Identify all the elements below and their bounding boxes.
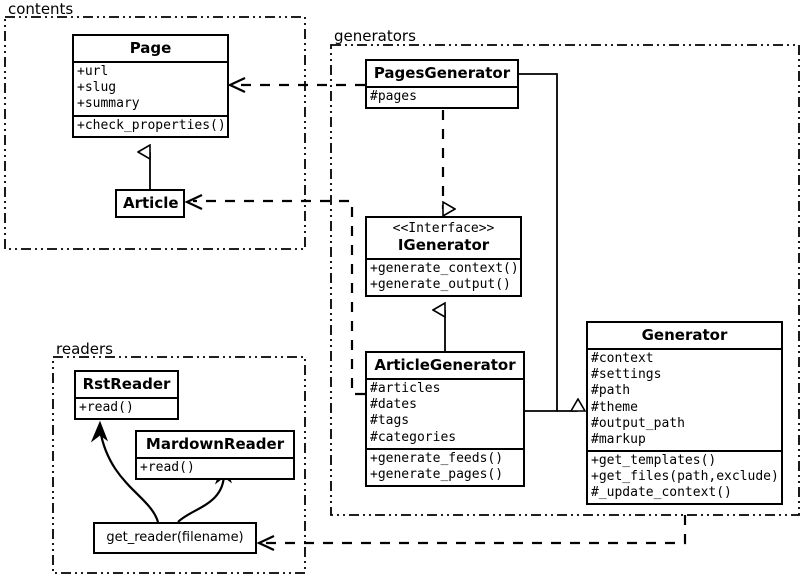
attribute-item: #theme — [591, 399, 638, 415]
operation-item: +get_files(path,exclude) — [591, 468, 779, 484]
function-box-get-reader[interactable]: get_reader(filename) — [93, 522, 257, 555]
class-name-articlegenerator: ArticleGenerator — [374, 356, 516, 374]
operation-item: +check_properties() — [77, 117, 226, 133]
class-box-articlegenerator[interactable]: ArticleGenerator #articles #dates #tags … — [365, 351, 525, 487]
attribute-item: #categories — [370, 429, 457, 445]
class-box-article[interactable]: Article — [115, 189, 185, 219]
operation-item: #_update_context() — [591, 485, 732, 501]
operations-mardownreader: +read() — [137, 457, 293, 478]
attribute-item: #settings — [591, 367, 662, 383]
operation-item: +generate_output() — [370, 277, 511, 293]
attributes-articlegenerator: #articles #dates #tags #categories — [367, 378, 523, 447]
class-box-page[interactable]: Page +url +slug +summary +check_properti… — [72, 34, 229, 138]
function-name-get-reader: get_reader(filename) — [106, 530, 244, 545]
class-box-mardownreader[interactable]: MardownReader +read() — [135, 430, 295, 481]
operations-page: +check_properties() — [74, 114, 227, 136]
package-readers-label: readers — [54, 340, 115, 358]
operations-articlegenerator: +generate_feeds() +generate_pages() — [367, 447, 523, 485]
class-name-mardownreader: MardownReader — [145, 435, 285, 453]
operation-item: +read() — [79, 400, 134, 416]
attribute-item: #articles — [370, 381, 441, 397]
class-name-igenerator: <<Interface>> IGenerator — [367, 218, 520, 258]
attribute-item: #tags — [370, 413, 410, 429]
operation-item: +get_templates() — [591, 452, 717, 468]
attribute-item: #path — [591, 383, 631, 399]
operations-generator: +get_templates() +get_files(path,exclude… — [588, 449, 781, 503]
class-name-pagesgenerator: PagesGenerator — [373, 64, 511, 82]
attribute-item: #markup — [591, 431, 646, 447]
class-name-page: Page — [129, 39, 172, 57]
class-box-rstreader[interactable]: RstReader +read() — [74, 370, 179, 421]
operation-item: +generate_context() — [370, 261, 519, 277]
class-box-igenerator[interactable]: <<Interface>> IGenerator +generate_conte… — [365, 216, 522, 298]
attribute-item: +url — [77, 64, 109, 80]
attributes-pagesgenerator: #pages — [367, 86, 517, 107]
attribute-item: #pages — [370, 89, 417, 105]
attribute-item: #context — [591, 351, 654, 367]
class-name-article: Article — [123, 194, 179, 212]
dependency-generator-to-getreader — [265, 515, 687, 545]
attributes-page: +url +slug +summary — [74, 61, 227, 114]
attributes-generator: #context #settings #path #theme #output_… — [588, 348, 781, 450]
class-stereotype-igenerator: <<Interface>> — [392, 221, 495, 236]
class-name-generator: Generator — [641, 326, 728, 344]
attribute-item: #output_path — [591, 415, 685, 431]
operation-item: +generate_feeds() — [370, 450, 504, 466]
attribute-item: #dates — [370, 397, 417, 413]
package-generators-label: generators — [332, 27, 418, 45]
class-box-pagesgenerator[interactable]: PagesGenerator #pages — [365, 59, 519, 110]
class-box-generator[interactable]: Generator #context #settings #path #them… — [586, 321, 783, 506]
operation-item: +generate_pages() — [370, 466, 504, 482]
operation-item: +read() — [140, 460, 195, 476]
class-name-rstreader: RstReader — [82, 375, 171, 393]
attribute-item: +slug — [77, 80, 117, 96]
operations-rstreader: +read() — [76, 397, 177, 418]
attribute-item: +summary — [77, 96, 140, 112]
package-contents-label: contents — [6, 0, 76, 18]
operations-igenerator: +generate_context() +generate_output() — [367, 258, 520, 295]
class-name-text-igenerator: IGenerator — [397, 235, 490, 254]
